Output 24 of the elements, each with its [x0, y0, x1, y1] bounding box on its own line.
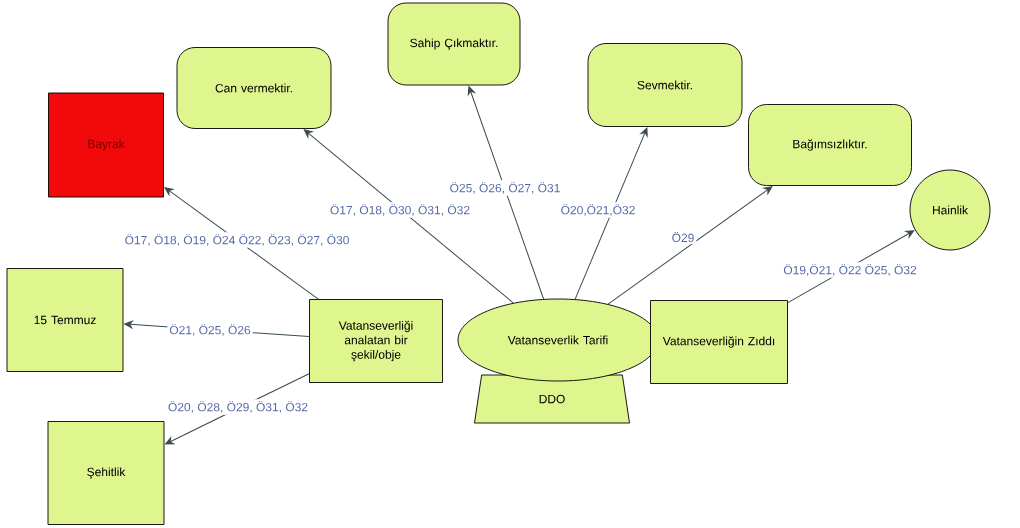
rounded-box: Sahip Çıkmaktır. — [387, 2, 521, 86]
arrow — [164, 187, 319, 300]
process-box: Vatanseverliği analatan bir şekil/obje — [309, 299, 443, 383]
edge-label: Ö19,Ö21, Ö22 Ö25, Ö32 — [781, 262, 919, 278]
edge-label: Ö21, Ö25, Ö26 — [167, 322, 253, 338]
edge-label: Ö20, Ö28, Ö29, Ö31, Ö32 — [165, 399, 311, 415]
square-box: 15 Temmuz — [6, 268, 124, 372]
square-box: Bayrak — [48, 92, 164, 198]
trapezoid-node: DDO — [474, 374, 630, 424]
arrow — [467, 86, 545, 300]
process-box: Vatanseverliğin Zıddı — [650, 300, 788, 384]
rounded-box: Sevmektir. — [587, 43, 743, 127]
arrow — [607, 186, 773, 305]
edge-label: Ö20,Ö21,Ö32 — [558, 202, 638, 218]
edge-label: Ö25, Ö26, Ö27, Ö31 — [447, 180, 563, 196]
edge-label: Ö29 — [669, 229, 697, 245]
edge-label: Ö17, Ö18, Ö19, Ö24 Ö22, Ö23, Ö27, Ö30 — [122, 232, 352, 248]
edge-label: Ö17, Ö18, Ö30, Ö31, Ö32 — [327, 202, 473, 218]
arrow — [303, 129, 514, 304]
circle-node: Hainlik — [909, 169, 991, 251]
rounded-box: Bağımsızlıktır. — [748, 104, 912, 186]
square-box: Şehitlik — [47, 421, 165, 525]
rounded-box: Can vermektir. — [176, 47, 332, 129]
arrow — [574, 127, 648, 300]
